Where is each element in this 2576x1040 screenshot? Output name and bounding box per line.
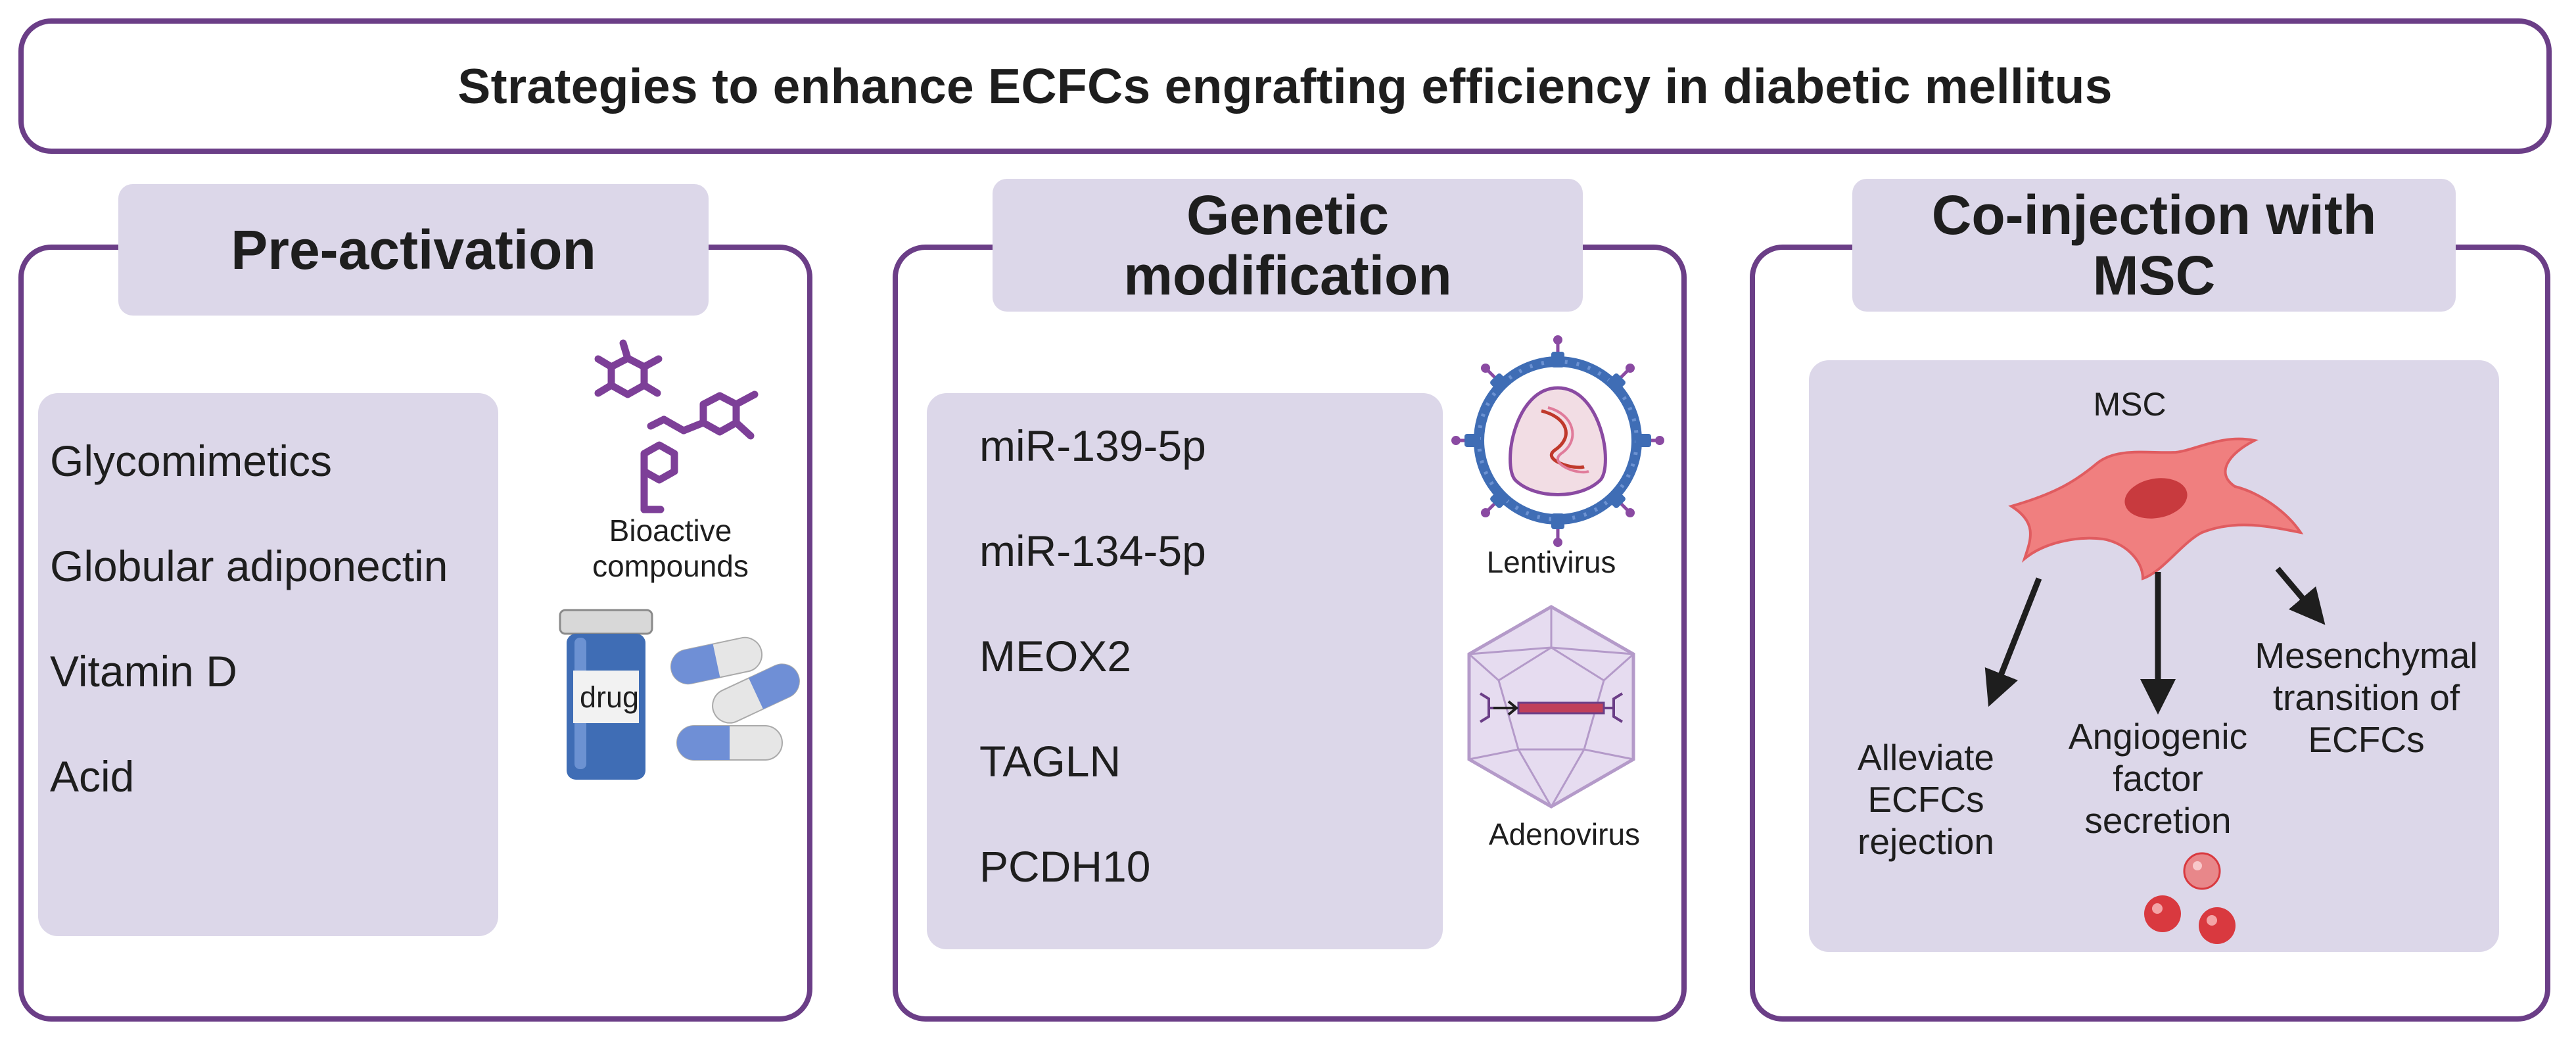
- drug-bottle-icon: [559, 609, 800, 780]
- lentivirus-label: Lentivirus: [1486, 545, 1616, 579]
- list-item: Glycomimetics: [50, 437, 333, 485]
- list-item: Acid: [50, 752, 135, 801]
- lentivirus-icon: [1451, 335, 1664, 547]
- secreted-factors-icon: [2144, 852, 2236, 944]
- title-box: Strategies to enhance ECFCs engrafting e…: [18, 18, 2552, 154]
- msc-label: MSC: [2093, 386, 2166, 423]
- coinjection-heading-text: Co-injection with MSC: [1931, 184, 2377, 306]
- arrow-transition: [2275, 567, 2326, 625]
- genetic-heading: Genetic modification: [993, 179, 1583, 312]
- coinjection-heading: Co-injection with MSC: [1852, 179, 2456, 312]
- preactivation-heading: Pre-activation: [118, 184, 709, 316]
- drug-label: drug: [579, 680, 640, 714]
- list-item: miR-139-5p: [979, 421, 1206, 470]
- arrow-rejection: [1984, 577, 2042, 707]
- list-item: Vitamin D: [50, 647, 237, 696]
- adenovirus-icon: [1467, 605, 1635, 809]
- list-item: Globular adiponectin: [50, 542, 448, 590]
- diagram-title: Strategies to enhance ECFCs engrafting e…: [457, 59, 2113, 114]
- list-item: PCDH10: [979, 842, 1151, 891]
- list-item: TAGLN: [979, 737, 1121, 786]
- adenovirus-label: Adenovirus: [1488, 817, 1641, 851]
- effect-transition-label: Mesenchymal transition of ECFCs: [2255, 635, 2478, 760]
- genetic-heading-text: Genetic modification: [1123, 184, 1452, 306]
- effect-secretion-label: Angiogenic factor secretion: [2068, 716, 2248, 841]
- effect-rejection-label: Alleviate ECFCs rejection: [1858, 737, 1994, 862]
- bioactive-compounds-icon: [594, 339, 759, 513]
- genetic-list-box: [927, 393, 1443, 949]
- list-item: MEOX2: [979, 632, 1132, 680]
- effect-arrows: [1984, 567, 2326, 715]
- preactivation-heading-text: Pre-activation: [231, 219, 596, 281]
- preactivation-list-box: [38, 393, 498, 936]
- bioactive-compounds-label: Bioactive compounds: [592, 513, 749, 583]
- msc-cell-icon: [2008, 437, 2304, 580]
- list-item: miR-134-5p: [979, 527, 1206, 575]
